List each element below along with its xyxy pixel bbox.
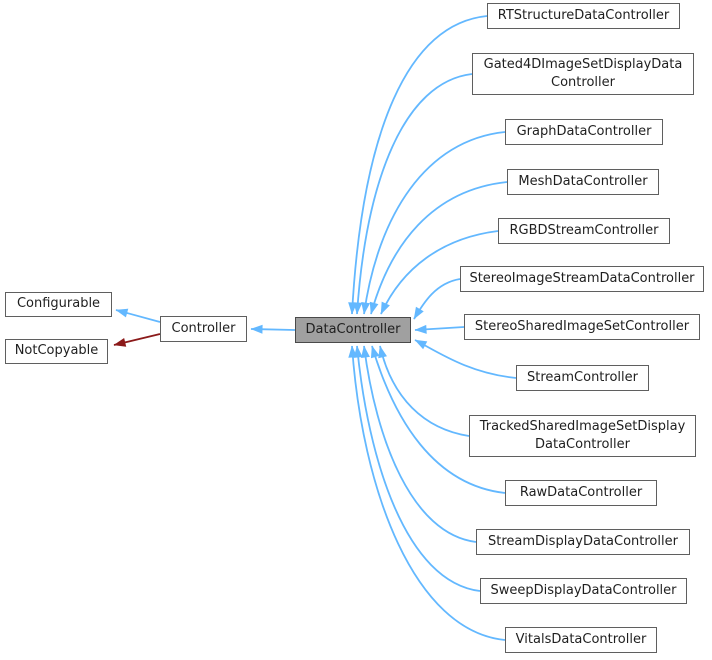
node-streamcontroller[interactable]: StreamController xyxy=(516,365,649,391)
edge-streamcontroller-to-datacontroller xyxy=(414,339,517,379)
node-rtstructuredatacontroller[interactable]: RTStructureDataController xyxy=(487,3,680,29)
node-controller[interactable]: Controller xyxy=(160,316,247,342)
edge-trackedsharedimagesetdisplaydatacontroller-to-datacontroller xyxy=(378,345,470,437)
edge-stereoimagestreamdatacontroller-to-datacontroller xyxy=(413,278,461,320)
edge-controller-to-configurable xyxy=(115,308,161,323)
edge-stereosharedimagesetcontroller-to-datacontroller xyxy=(414,324,465,334)
edge-rgbdstreamcontroller-to-datacontroller xyxy=(380,230,499,315)
node-vitalsdatacontroller[interactable]: VitalsDataController xyxy=(505,627,657,653)
node-stereosharedimagesetcontroller[interactable]: StereoSharedImageSetController xyxy=(464,314,700,340)
edge-meshdatacontroller-to-datacontroller xyxy=(369,181,508,315)
edge-controller-to-notcopyable xyxy=(113,333,161,347)
edge-datacontroller-to-controller xyxy=(250,324,296,334)
node-streamdisplaydatacontroller[interactable]: StreamDisplayDataController xyxy=(476,529,690,555)
node-datacontroller: DataController xyxy=(295,317,411,343)
node-configurable[interactable]: Configurable xyxy=(5,292,112,317)
node-trackedsharedimagesetdisplaydatacontroller[interactable]: TrackedSharedImageSetDisplay DataControl… xyxy=(469,415,696,457)
node-rgbdstreamcontroller[interactable]: RGBDStreamController xyxy=(498,218,670,244)
edge-graphdatacontroller-to-datacontroller xyxy=(361,131,506,315)
node-sweepdisplaydatacontroller[interactable]: SweepDisplayDataController xyxy=(480,578,687,604)
edge-rtstructuredatacontroller-to-datacontroller xyxy=(348,15,488,315)
edge-rawdatacontroller-to-datacontroller xyxy=(370,345,506,494)
edge-gated4dimagesetdisplaydatacontroller-to-datacontroller xyxy=(353,73,473,315)
node-gated4dimagesetdisplaydatacontroller[interactable]: Gated4DImageSetDisplayData Controller xyxy=(472,53,694,95)
edge-vitalsdatacontroller-to-datacontroller xyxy=(348,345,506,641)
node-notcopyable[interactable]: NotCopyable xyxy=(5,339,108,364)
edge-streamdisplaydatacontroller-to-datacontroller xyxy=(360,345,477,543)
edge-sweepdisplaydatacontroller-to-datacontroller xyxy=(353,345,481,592)
node-graphdatacontroller[interactable]: GraphDataController xyxy=(505,119,663,145)
node-stereoimagestreamdatacontroller[interactable]: StereoImageStreamDataController xyxy=(460,266,704,292)
node-meshdatacontroller[interactable]: MeshDataController xyxy=(507,169,659,195)
node-rawdatacontroller[interactable]: RawDataController xyxy=(505,480,657,506)
